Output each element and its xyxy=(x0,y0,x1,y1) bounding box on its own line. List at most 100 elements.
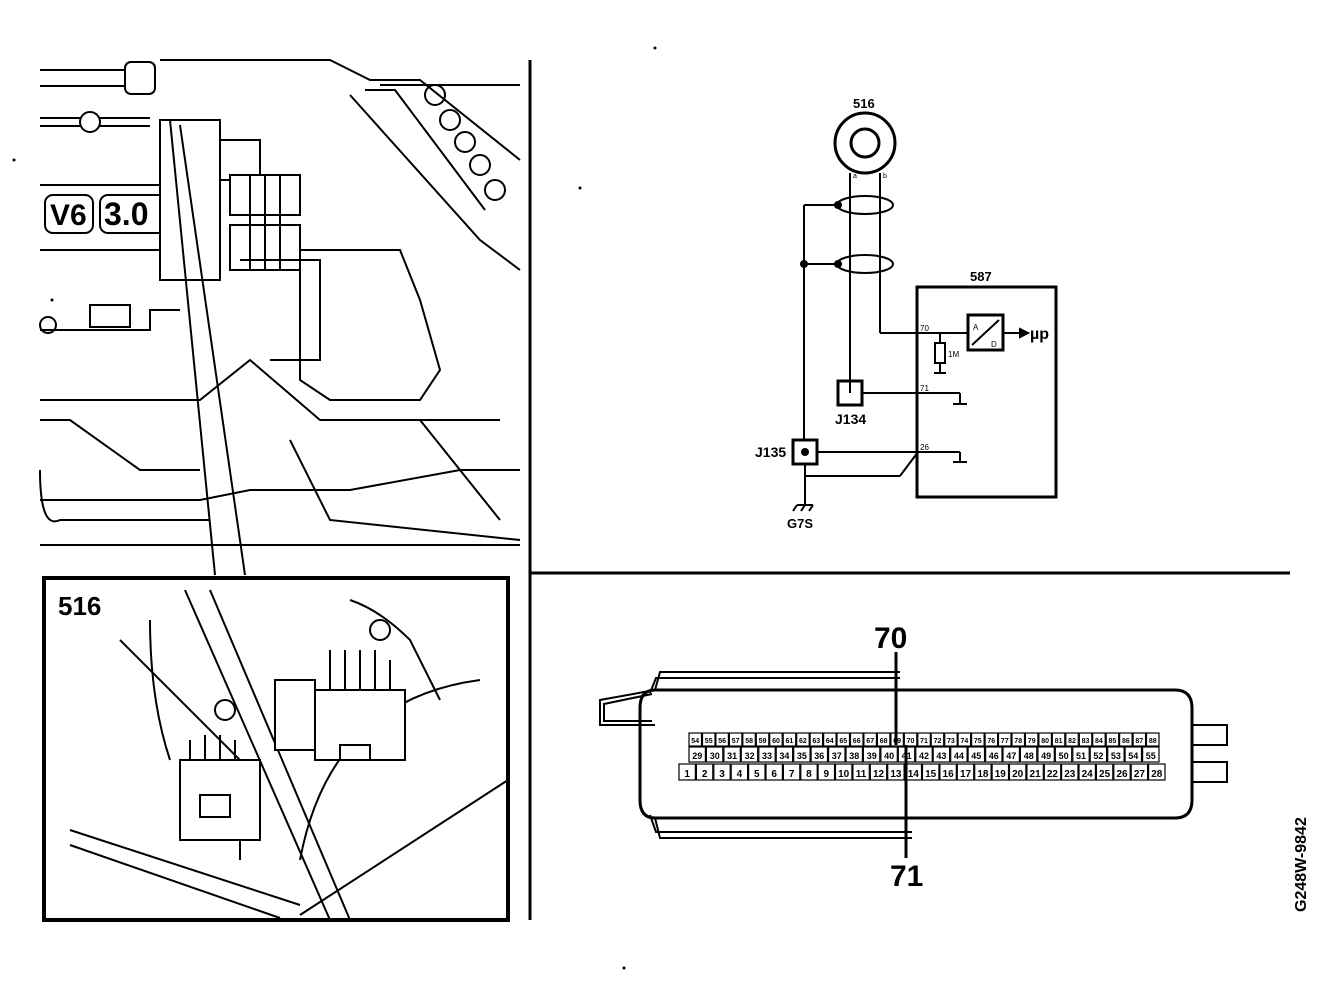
connector-pin-number: 38 xyxy=(849,751,859,761)
connector-pin-number: 80 xyxy=(1041,738,1049,745)
connector-pin-cell xyxy=(1019,746,1038,763)
schematic-labels: 516 587 a b 70 71 26 1M A D µp J134 J135… xyxy=(755,96,1049,531)
connector-pin-number: 16 xyxy=(943,769,955,780)
connector-pin-cell xyxy=(701,732,716,747)
ad-a-label: A xyxy=(973,323,979,332)
j135-label: J135 xyxy=(755,444,786,460)
connector-pin-cell xyxy=(974,763,992,781)
connector-pin-cell xyxy=(915,746,933,763)
connector-pin-cell xyxy=(1072,746,1090,763)
connector-pin-number: 61 xyxy=(786,738,794,745)
connector-pin-cell xyxy=(1024,732,1039,747)
connector-pin-number: 68 xyxy=(880,738,888,745)
connector-pin-cell xyxy=(852,763,870,781)
connector-pin-cell xyxy=(1026,763,1044,781)
connector-pin-cell xyxy=(869,763,888,781)
connector-pin-cell xyxy=(800,763,818,781)
connector-pin-cell xyxy=(956,763,975,781)
connector-pin-cell xyxy=(836,732,851,747)
connector-pin-cell xyxy=(809,732,824,747)
connector-pin-number: 60 xyxy=(772,738,780,745)
connector-pin-cell xyxy=(1054,746,1073,763)
connector-pin-number: 30 xyxy=(710,751,720,761)
connector-pin-number: 49 xyxy=(1041,751,1051,761)
connector-pin-cell xyxy=(740,746,759,763)
connector-pin-number: 18 xyxy=(977,769,989,780)
connector-pin-number: 43 xyxy=(936,751,946,761)
connector-pin-number: 15 xyxy=(925,769,937,780)
pin-26-small-label: 26 xyxy=(920,443,929,452)
connector-pin-number: 71 xyxy=(920,738,928,745)
connector-pin-cell xyxy=(817,763,836,781)
pin-70-small-label: 70 xyxy=(920,324,929,333)
connector-pin-cell xyxy=(796,732,810,747)
connector-pin-cell xyxy=(1141,746,1160,763)
connector-pin-number: 14 xyxy=(908,769,920,780)
ad-d-label: D xyxy=(991,340,997,349)
connector-pin-number: 39 xyxy=(867,751,877,761)
connector-pin-cell xyxy=(1147,763,1166,781)
connector-pin-number: 66 xyxy=(853,738,861,745)
connector-pin-number: 56 xyxy=(718,738,726,745)
micro-label: µp xyxy=(1030,326,1049,343)
connector-pin-number: 59 xyxy=(759,738,767,745)
connector-pin-number: 46 xyxy=(989,751,999,761)
connector-pin-cell xyxy=(1092,732,1106,747)
connector-pin-number: 32 xyxy=(745,751,755,761)
connector-pin-cell xyxy=(939,763,957,781)
connector-pin-number: 31 xyxy=(727,751,737,761)
connector-pin-number: 40 xyxy=(884,751,894,761)
connector-pin-number: 77 xyxy=(1001,738,1009,745)
connector-pin-number: 57 xyxy=(732,738,740,745)
connector-pin-number: 88 xyxy=(1149,738,1157,745)
connector-pin-cell xyxy=(758,746,776,763)
connector-pin-number: 35 xyxy=(797,751,807,761)
connector-pin-cell xyxy=(1008,763,1027,781)
connector-pin-cell xyxy=(921,763,940,781)
connector-pin-cell xyxy=(782,763,801,781)
connector-pin-cell xyxy=(723,746,741,763)
connector-pin-number: 83 xyxy=(1082,738,1090,745)
callout-71-label: 71 xyxy=(890,860,923,893)
connector-pin-cell xyxy=(944,732,958,747)
connector-pin-cell xyxy=(1132,732,1147,747)
connector-pin-cell xyxy=(765,763,783,781)
connector-pin-number: 82 xyxy=(1068,738,1076,745)
engine-bay-illustration: 3.0 V6 xyxy=(39,59,521,576)
connector-pin-cell xyxy=(1037,746,1055,763)
resistor-label: 1M xyxy=(948,350,959,359)
connector-pin-number: 50 xyxy=(1059,751,1069,761)
svg-text:V6: V6 xyxy=(50,199,87,232)
connector-pin-number: 19 xyxy=(995,769,1007,780)
connector-pin-cell xyxy=(845,746,863,763)
connector-pin-number: 65 xyxy=(839,738,847,745)
connector-pin-number: 78 xyxy=(1014,738,1022,745)
connector-pin-number: 81 xyxy=(1055,738,1063,745)
connector-pin-number: 22 xyxy=(1047,769,1059,780)
connector-pin-number: 42 xyxy=(919,751,929,761)
connector-pin-grid: 5455565758596061626364656667686970717273… xyxy=(678,732,1166,781)
connector-pin-number: 75 xyxy=(974,738,982,745)
connector-pin-number: 62 xyxy=(799,738,807,745)
connector-pin-cell xyxy=(713,763,731,781)
connector-pin-cell xyxy=(755,732,770,747)
connector-pin-cell xyxy=(1078,763,1096,781)
connector-pin-cell xyxy=(1051,732,1066,747)
connector-pin-cell xyxy=(957,732,972,747)
connector-pin-cell xyxy=(1124,746,1143,763)
connector-housing xyxy=(599,671,1228,839)
ecu-587-label: 587 xyxy=(970,269,992,284)
connector-pin-number: 79 xyxy=(1028,738,1036,745)
connector-pin-number: 7 xyxy=(789,769,795,780)
connector-pin-cell xyxy=(950,746,968,763)
scan-specks xyxy=(12,46,657,970)
connector-pin-cell xyxy=(730,763,749,781)
connector-pin-number: 53 xyxy=(1111,751,1121,761)
figure-code: G248W-9842 xyxy=(1293,817,1310,912)
connector-pin-cell xyxy=(1065,732,1079,747)
connector-pin-number: 2 xyxy=(702,769,708,780)
connector-pin-number: 11 xyxy=(856,769,867,780)
connector-pin-cell xyxy=(1145,732,1160,747)
connector-pin-number: 63 xyxy=(812,738,820,745)
